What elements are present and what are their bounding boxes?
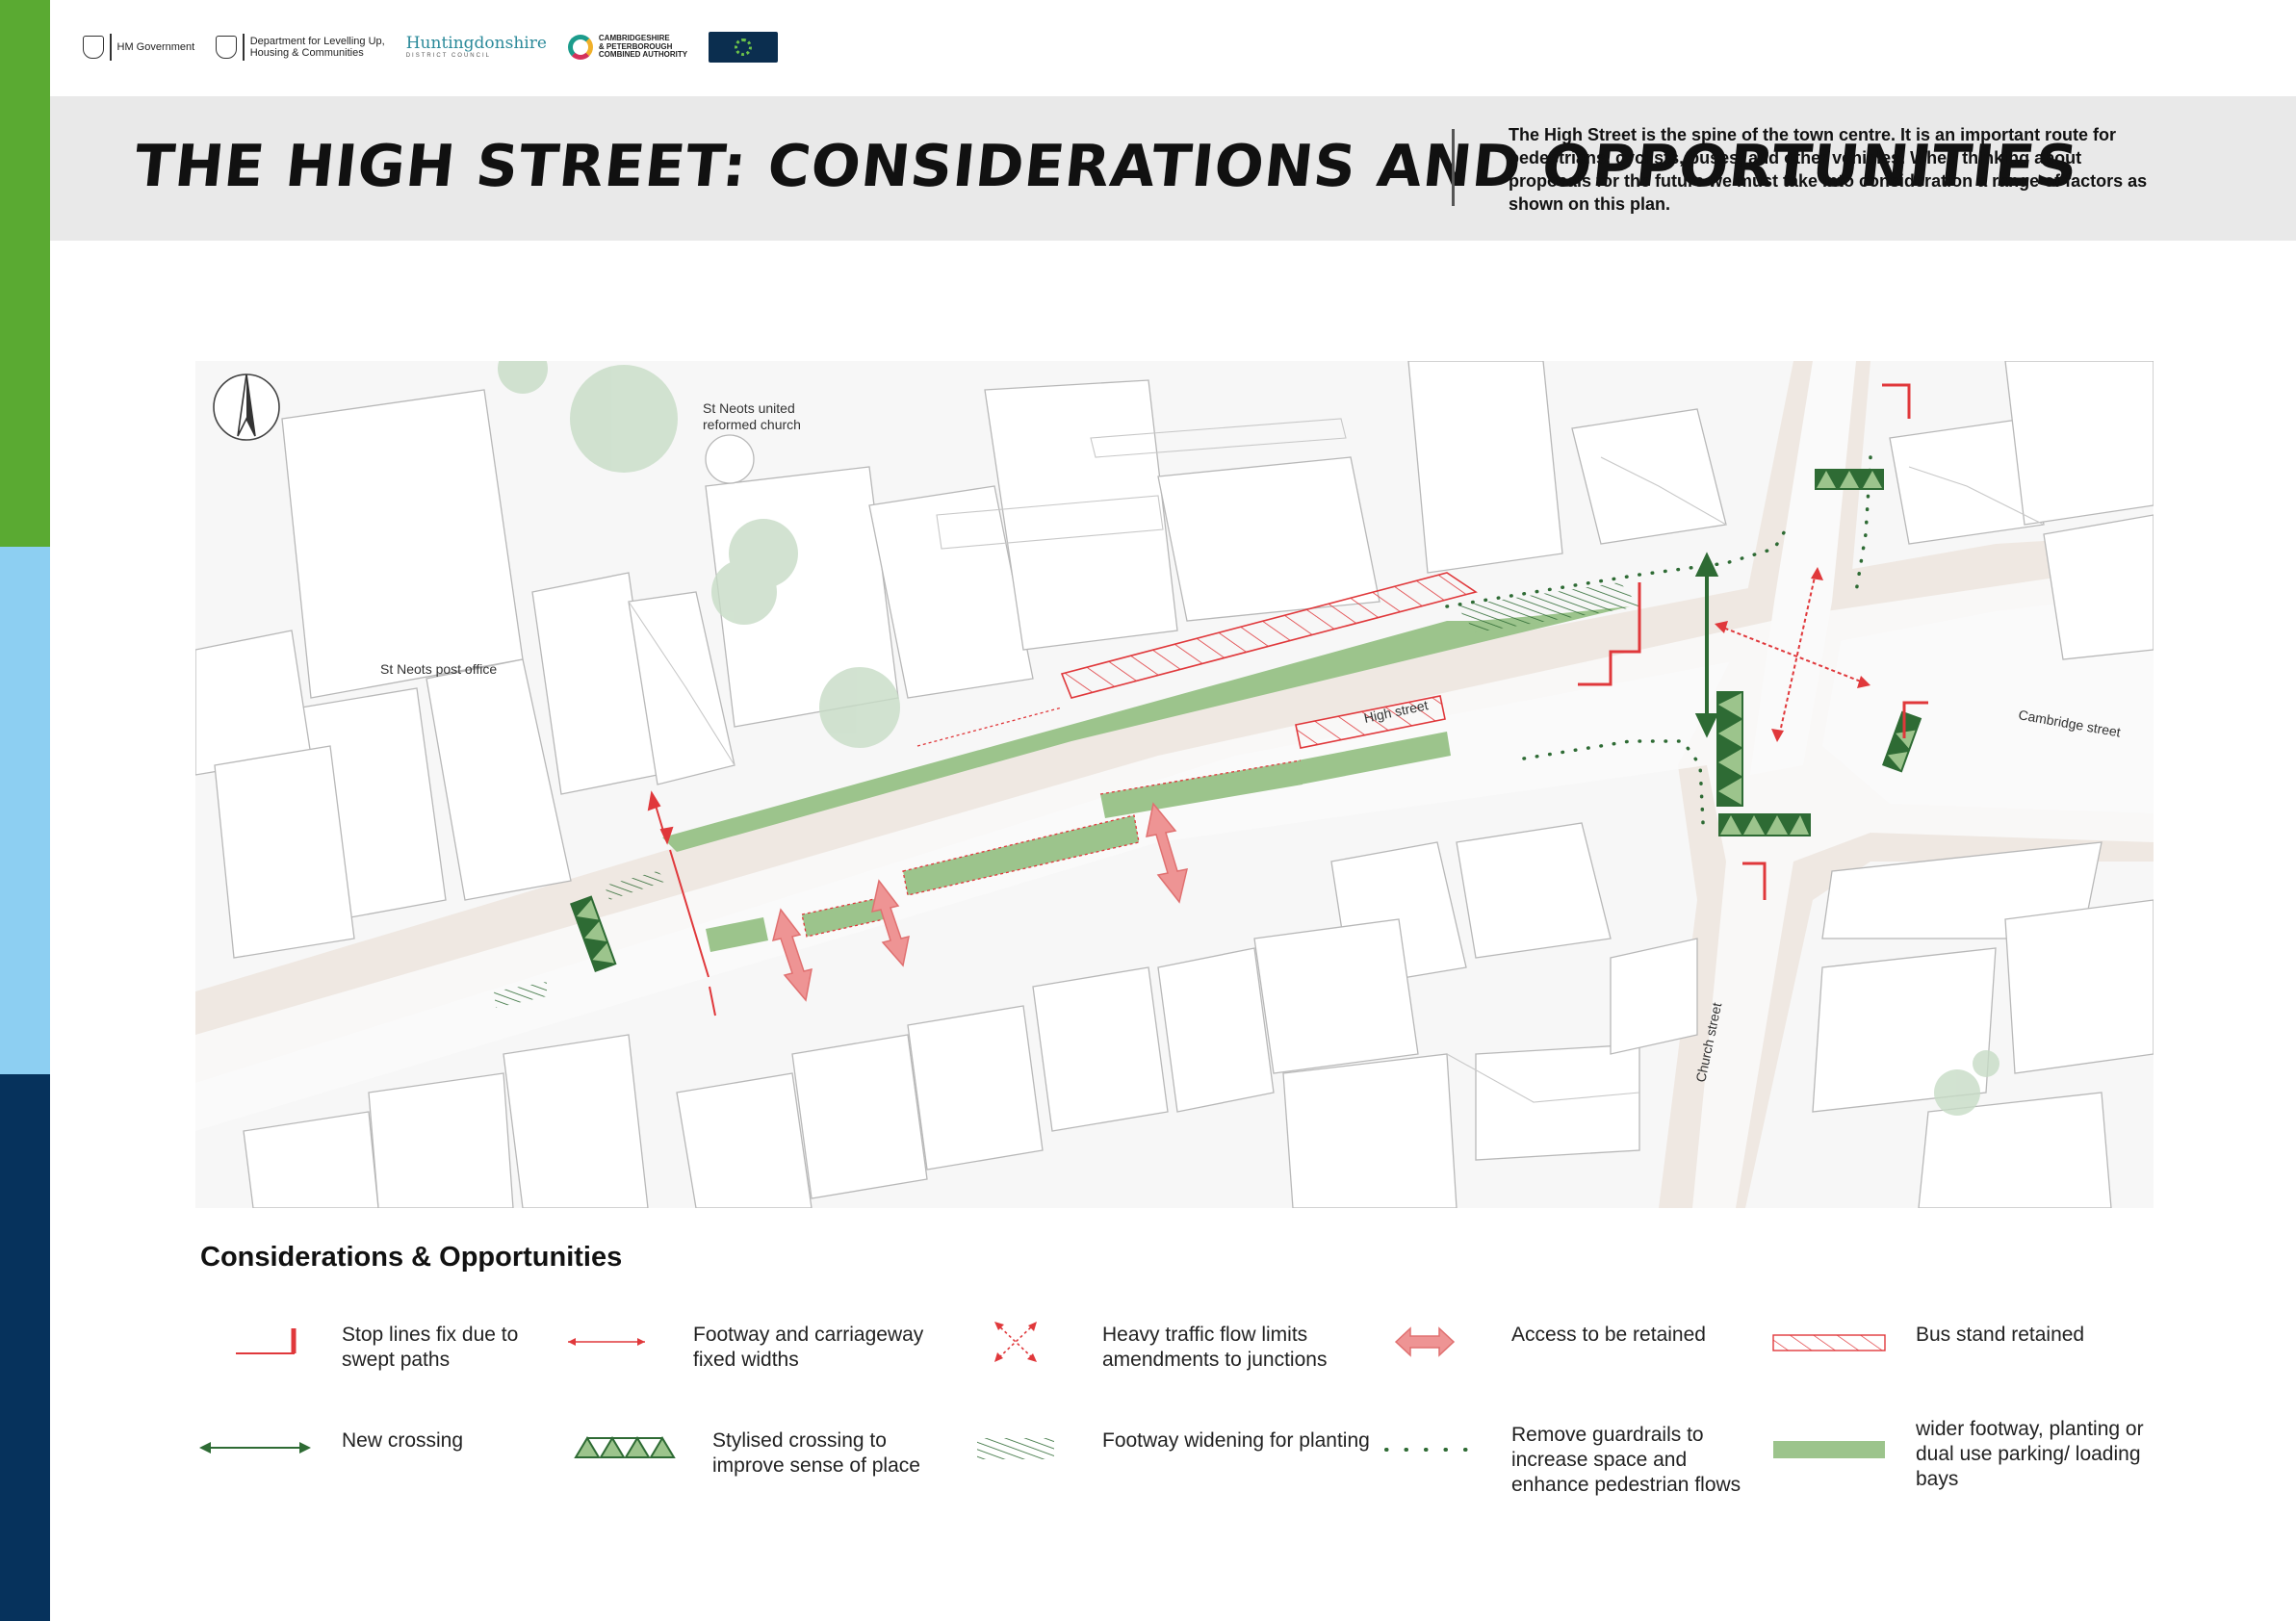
double-arrow-red-icon bbox=[549, 1323, 664, 1361]
building-outlines bbox=[195, 361, 2154, 1208]
legend-item-guardrails: Remove guardrails to increase space and en… bbox=[1367, 1423, 1781, 1498]
intro-text: The High Street is the spine of the town… bbox=[1509, 125, 2148, 214]
green-bar-icon bbox=[1771, 1417, 1887, 1458]
double-arrow-green-icon bbox=[197, 1428, 313, 1467]
access-double-arrow-icon bbox=[1367, 1323, 1483, 1361]
dluhc-text-line2: Housing & Communities bbox=[249, 47, 364, 59]
huntingdonshire-logo: Huntingdonshire DISTRICT COUNCIL bbox=[406, 35, 547, 59]
partner-logos: HM Government Department for Levelling U… bbox=[83, 27, 779, 67]
legend-fixed-widths-line1: Footway and carriageway bbox=[693, 1324, 924, 1346]
church-circle bbox=[705, 434, 755, 484]
tree-icon bbox=[819, 667, 900, 748]
stop-line-icon bbox=[197, 1323, 313, 1361]
huntingdonshire-text: Huntingdonshire bbox=[405, 34, 547, 54]
heavy-traffic-arrowheads bbox=[1715, 567, 1870, 742]
fixed-width-arrows bbox=[647, 790, 716, 1016]
access-arrows bbox=[771, 802, 1188, 1002]
tree-icon bbox=[1973, 1050, 1999, 1077]
huntingdonshire-subtext: DISTRICT COUNCIL bbox=[405, 53, 491, 60]
legend-heading: Considerations & Opportunities bbox=[200, 1242, 623, 1273]
legend-item-footway-widening: Footway widening for planting bbox=[958, 1428, 1372, 1467]
legend-item-heavy-traffic: Heavy traffic flow limits amendments to j… bbox=[958, 1322, 1372, 1373]
legend-wider-footway-line2: dual use parking/ loading bbox=[1916, 1443, 2141, 1465]
royal-crest-icon bbox=[216, 36, 238, 59]
stylised-crossing-west bbox=[570, 895, 617, 972]
tree-icon bbox=[1934, 1069, 1980, 1116]
legend-stylised-crossing-line2: improve sense of place bbox=[712, 1454, 920, 1477]
new-crossing-arrow bbox=[1694, 552, 1719, 738]
footway-widening bbox=[494, 582, 1639, 1008]
legend-guardrails-line1: Remove guardrails to bbox=[1511, 1424, 1704, 1446]
high-street-plan-map: St Neots united reformed church St Neots… bbox=[195, 361, 2154, 1208]
legend-stylised-crossing-line1: Stylised crossing to bbox=[712, 1429, 887, 1452]
stylised-crossing-cambridge-street bbox=[1882, 710, 1922, 773]
future-high-streets-logo bbox=[709, 32, 779, 63]
title-band: THE HIGH STREET: CONSIDERATIONS AND OPPO… bbox=[50, 96, 2296, 241]
legend-access-line1: Access to be retained bbox=[1511, 1324, 1706, 1346]
title-divider bbox=[1452, 129, 1455, 206]
legend-item-wider-footway: wider footway, planting or dual use parki… bbox=[1771, 1417, 2185, 1492]
north-arrow-icon bbox=[213, 373, 280, 441]
plan-svg: St Neots united reformed church St Neots… bbox=[195, 361, 2154, 1208]
dluhc-text-line1: Department for Levelling Up, bbox=[249, 35, 385, 47]
building-details bbox=[628, 418, 2045, 1103]
triangle-band-icon bbox=[568, 1428, 684, 1467]
legend-item-access: Access to be retained bbox=[1367, 1323, 1781, 1361]
legend-heavy-traffic-line1: Heavy traffic flow limits bbox=[1102, 1324, 1308, 1346]
cpca-text-line2: & PETERBOROUGH bbox=[598, 41, 673, 51]
church-label-line1: St Neots united bbox=[703, 400, 795, 416]
stylised-crossing-church-street bbox=[1718, 813, 1811, 836]
bus-stands bbox=[1060, 572, 1478, 749]
side-bar-light-blue bbox=[0, 547, 50, 1074]
tree-icon bbox=[570, 365, 678, 473]
stop-lines bbox=[1578, 383, 1928, 900]
dluhc-logo: Department for Levelling Up, Housing & C… bbox=[216, 34, 385, 61]
legend-stop-lines-line1: Stop lines fix due to bbox=[342, 1324, 519, 1346]
stylised-crossings bbox=[570, 469, 1922, 972]
hm-government-logo: HM Government bbox=[83, 34, 194, 61]
stylised-crossing-north bbox=[1815, 469, 1884, 490]
heavy-traffic-arrows bbox=[1717, 572, 1867, 737]
wider-footway-planting bbox=[662, 606, 1630, 952]
dotted-ring-icon bbox=[735, 39, 753, 56]
legend-wider-footway-line3: bays bbox=[1916, 1468, 1959, 1490]
tree-icon bbox=[498, 361, 548, 394]
cpca-text-line3: COMBINED AUTHORITY bbox=[598, 50, 688, 60]
legend-guardrails-line2: increase space and bbox=[1511, 1449, 1688, 1471]
bus-stand-hatch-icon bbox=[1771, 1323, 1887, 1361]
legend-stop-lines-line2: swept paths bbox=[342, 1349, 451, 1371]
legend-bus-stand-line1: Bus stand retained bbox=[1916, 1324, 2085, 1346]
cpca-ring-icon bbox=[567, 34, 593, 60]
legend-item-fixed-widths: Footway and carriageway fixed widths bbox=[549, 1323, 963, 1373]
carriageways bbox=[195, 361, 2154, 1208]
side-bar-green bbox=[0, 0, 50, 547]
legend-wider-footway-line1: wider footway, planting or bbox=[1916, 1418, 2144, 1440]
cpca-logo: CAMBRIDGESHIRE & PETERBOROUGH COMBINED A… bbox=[567, 33, 688, 60]
tree-icon bbox=[711, 559, 777, 625]
legend-footway-widening-line1: Footway widening for planting bbox=[1102, 1429, 1370, 1452]
royal-crest-icon bbox=[83, 36, 104, 59]
side-bar-navy bbox=[0, 1074, 50, 1621]
legend-heavy-traffic-line2: amendments to junctions bbox=[1102, 1349, 1328, 1371]
post-office-label: St Neots post office bbox=[380, 661, 497, 677]
legend-item-new-crossing: New crossing bbox=[197, 1428, 611, 1467]
legend-fixed-widths-line2: fixed widths bbox=[693, 1349, 799, 1371]
bus-stand-north bbox=[1060, 572, 1478, 699]
trees bbox=[498, 361, 1999, 1116]
green-hatch-icon bbox=[958, 1428, 1073, 1467]
cross-arrows-icon bbox=[958, 1322, 1073, 1362]
stylised-crossing-new bbox=[1716, 691, 1743, 807]
legend: Stop lines fix due to swept paths Footway… bbox=[197, 1309, 2219, 1502]
legend-item-stop-lines: Stop lines fix due to swept paths bbox=[197, 1323, 611, 1373]
dotted-line-icon bbox=[1367, 1423, 1483, 1461]
legend-guardrails-line3: enhance pedestrian flows bbox=[1511, 1474, 1741, 1496]
church-label-line2: reformed church bbox=[703, 417, 801, 432]
legend-new-crossing-line1: New crossing bbox=[342, 1429, 464, 1452]
legend-item-bus-stand: Bus stand retained bbox=[1771, 1323, 2185, 1361]
bus-stand-high-street bbox=[1295, 695, 1446, 749]
cpca-text-line1: CAMBRIDGESHIRE bbox=[598, 33, 670, 42]
hm-government-text: HM Government bbox=[116, 40, 195, 53]
